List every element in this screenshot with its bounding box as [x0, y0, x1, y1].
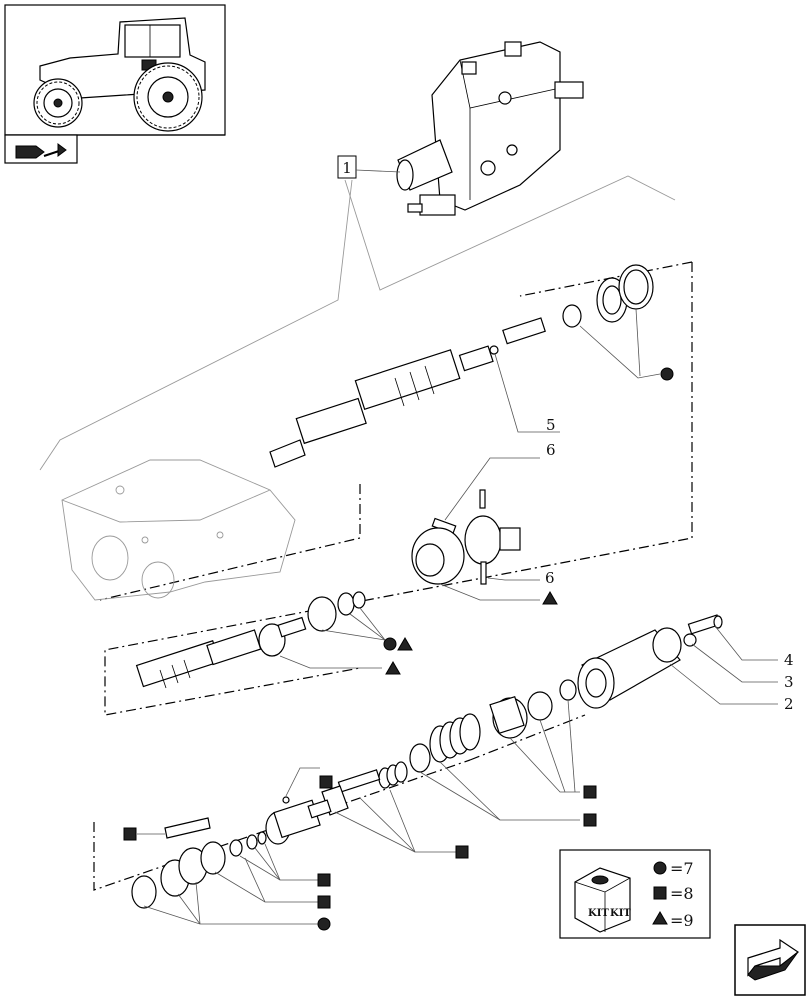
square-symbol-c	[455, 845, 469, 859]
seal-rings-middle	[307, 591, 366, 632]
square-symbol-b	[583, 813, 597, 827]
dashed-frame-lower	[93, 759, 471, 891]
dashed-frame-top	[519, 261, 693, 297]
valve-body-block	[61, 459, 296, 601]
callout-3[interactable]: 3	[784, 673, 794, 691]
tractor-thumbnail[interactable]	[4, 4, 226, 136]
circle-symbol-top	[660, 367, 674, 381]
square-symbol-a	[583, 785, 597, 799]
legend-square-value: =8	[670, 884, 694, 903]
square-symbol-f	[317, 873, 331, 887]
kit-label-left: KIT	[588, 908, 609, 919]
leader-triangle-cap	[439, 583, 540, 601]
callout-4[interactable]: 4	[784, 651, 794, 669]
leader-4	[714, 625, 778, 661]
piston-part-mid	[135, 616, 307, 689]
spool-part-lower	[265, 796, 332, 845]
square-symbol-e	[123, 827, 137, 841]
spring-group-lower	[321, 679, 577, 816]
dashed-frame-middle	[104, 262, 693, 716]
ghost-outline-1	[344, 175, 676, 291]
leader-6a	[444, 457, 540, 521]
legend-triangle-symbol	[652, 911, 668, 925]
legend-triangle-value: =9	[670, 911, 694, 930]
triangle-symbol-mid-b	[385, 661, 401, 675]
seal-rings-lower	[131, 831, 267, 909]
spring-pin-group	[489, 264, 654, 355]
leader-2	[669, 663, 778, 705]
cylinder-part	[577, 614, 723, 709]
dashed-frame-body	[99, 484, 361, 601]
callout-5[interactable]: 5	[546, 416, 556, 434]
callout-2[interactable]: 2	[784, 695, 794, 713]
triangle-symbol-cap	[542, 591, 558, 605]
callout-1[interactable]: 1	[337, 155, 357, 179]
circle-symbol-lower	[317, 917, 331, 931]
pin-part	[164, 817, 211, 839]
leader-1	[355, 169, 401, 173]
leader-5	[494, 353, 560, 433]
leader-circle-top	[579, 325, 661, 379]
exploded-view-icon[interactable]	[4, 134, 78, 164]
spool-part	[269, 345, 494, 468]
leader-6b	[487, 577, 540, 581]
triangle-symbol-mid-a	[397, 637, 413, 651]
leader-3	[691, 643, 778, 683]
legend-circle-symbol	[653, 861, 667, 875]
ghost-outline-2	[39, 179, 353, 471]
circle-symbol-mid	[383, 637, 397, 651]
valve-assembly-illustration	[396, 41, 584, 216]
legend-square-symbol	[653, 886, 667, 900]
svg-text:1: 1	[342, 159, 352, 177]
legend-circle-value: =7	[670, 859, 694, 878]
kit-label-right: KIT	[610, 908, 631, 919]
kit-legend: KIT KIT =7 =8 =9	[559, 849, 711, 939]
cap-part	[411, 489, 521, 585]
callout-6a[interactable]: 6	[546, 441, 556, 459]
next-page-arrow-icon[interactable]	[734, 924, 806, 996]
callout-6b[interactable]: 6	[545, 569, 555, 587]
square-symbol-d	[319, 775, 333, 789]
square-symbol-g	[317, 895, 331, 909]
